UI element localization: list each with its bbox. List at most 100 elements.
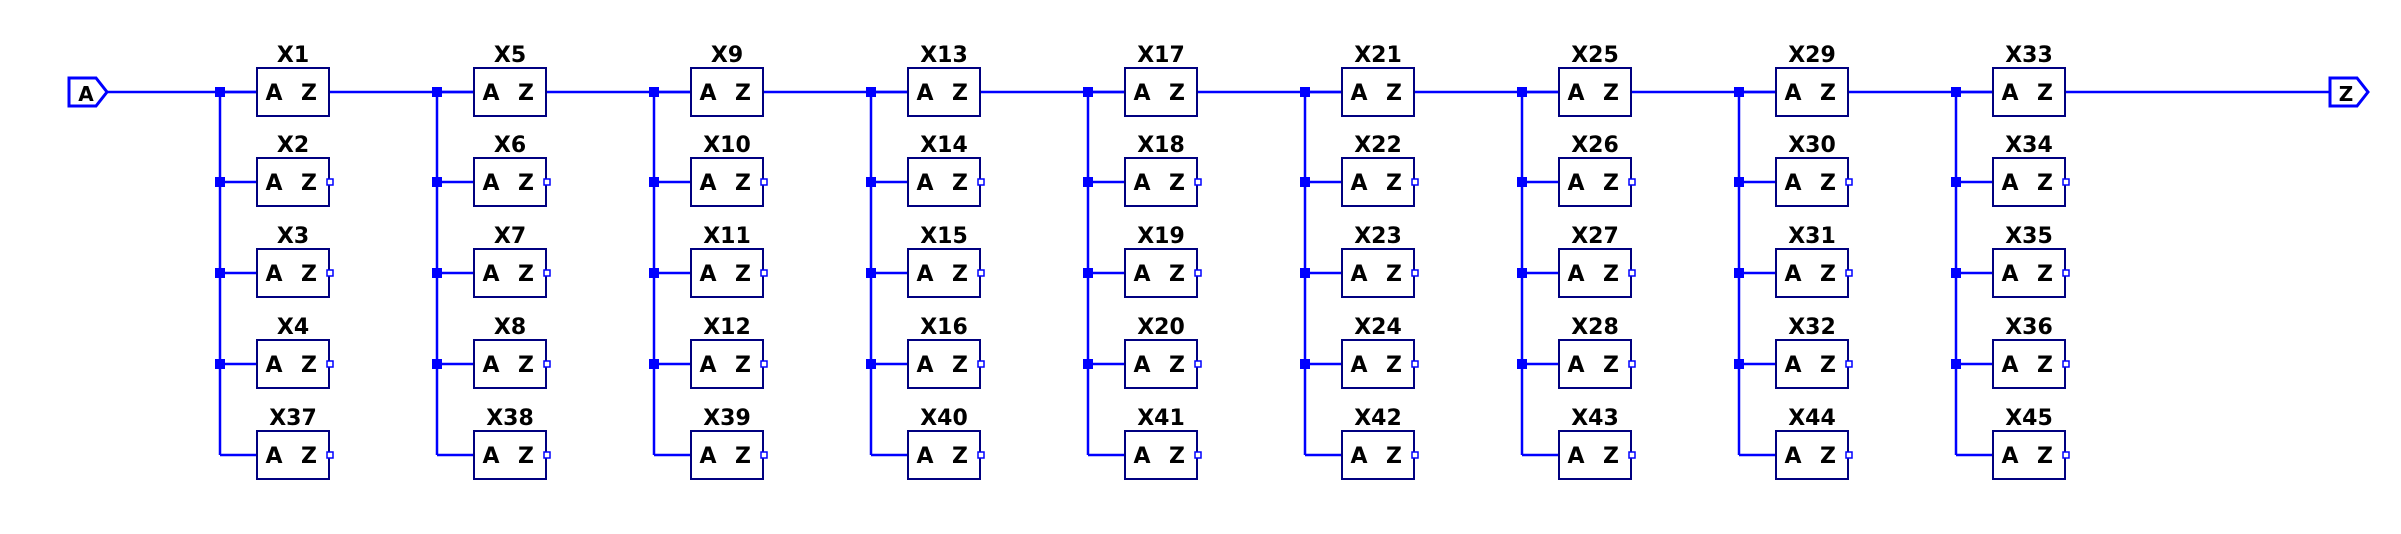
cell-box: [256, 430, 330, 480]
pin-out-label: Z: [301, 353, 317, 378]
pin-in-label: A: [1784, 171, 1801, 196]
pin-out-label: Z: [1820, 444, 1836, 469]
pin-out-label: Z: [735, 444, 751, 469]
open-pin-marker: [2062, 269, 2070, 277]
junction-node: [1300, 177, 1310, 187]
pin-in-label: A: [1784, 81, 1801, 106]
pin-out-label: Z: [952, 353, 968, 378]
cell-label: X2: [277, 133, 309, 158]
cell-box: [1775, 430, 1849, 480]
pin-out-label: Z: [2037, 353, 2053, 378]
cell-label: X28: [1571, 315, 1619, 340]
junction-node: [866, 359, 876, 369]
junction-node: [1083, 268, 1093, 278]
pin-out-label: Z: [301, 444, 317, 469]
pin-out-label: Z: [1820, 81, 1836, 106]
open-pin-marker: [326, 269, 334, 277]
pin-out-label: Z: [952, 171, 968, 196]
open-pin-marker: [760, 269, 768, 277]
junction-node: [1517, 177, 1527, 187]
open-pin-marker: [326, 360, 334, 368]
junction-node: [215, 359, 225, 369]
pin-out-label: Z: [735, 353, 751, 378]
junction-node: [432, 359, 442, 369]
input-port-a[interactable]: A: [67, 76, 109, 108]
input-port-label: A: [78, 82, 94, 106]
pin-out-label: Z: [1386, 262, 1402, 287]
pin-out-label: Z: [1169, 444, 1185, 469]
cell-label: X41: [1137, 406, 1185, 431]
junction-node: [1734, 359, 1744, 369]
pin-out-label: Z: [2037, 262, 2053, 287]
cell-label: X32: [1788, 315, 1836, 340]
cell-box: [1341, 248, 1415, 298]
cell-box: [1341, 339, 1415, 389]
pin-in-label: A: [1350, 171, 1367, 196]
pin-in-label: A: [1784, 444, 1801, 469]
pin-in-label: A: [265, 353, 282, 378]
cell-box: [1124, 157, 1198, 207]
cell-label: X27: [1571, 224, 1619, 249]
cell-box: [690, 157, 764, 207]
pin-out-label: Z: [1820, 171, 1836, 196]
open-pin-marker: [1411, 360, 1419, 368]
pin-out-label: Z: [518, 353, 534, 378]
pin-out-label: Z: [301, 171, 317, 196]
cell-label: X37: [269, 406, 317, 431]
cell-box: [473, 248, 547, 298]
cell-label: X12: [703, 315, 751, 340]
cell-box: [256, 339, 330, 389]
pin-in-label: A: [916, 262, 933, 287]
junction-node: [215, 268, 225, 278]
open-pin-marker: [1194, 360, 1202, 368]
pin-out-label: Z: [1386, 171, 1402, 196]
output-port-z[interactable]: Z: [2328, 76, 2370, 108]
pin-out-label: Z: [1603, 353, 1619, 378]
